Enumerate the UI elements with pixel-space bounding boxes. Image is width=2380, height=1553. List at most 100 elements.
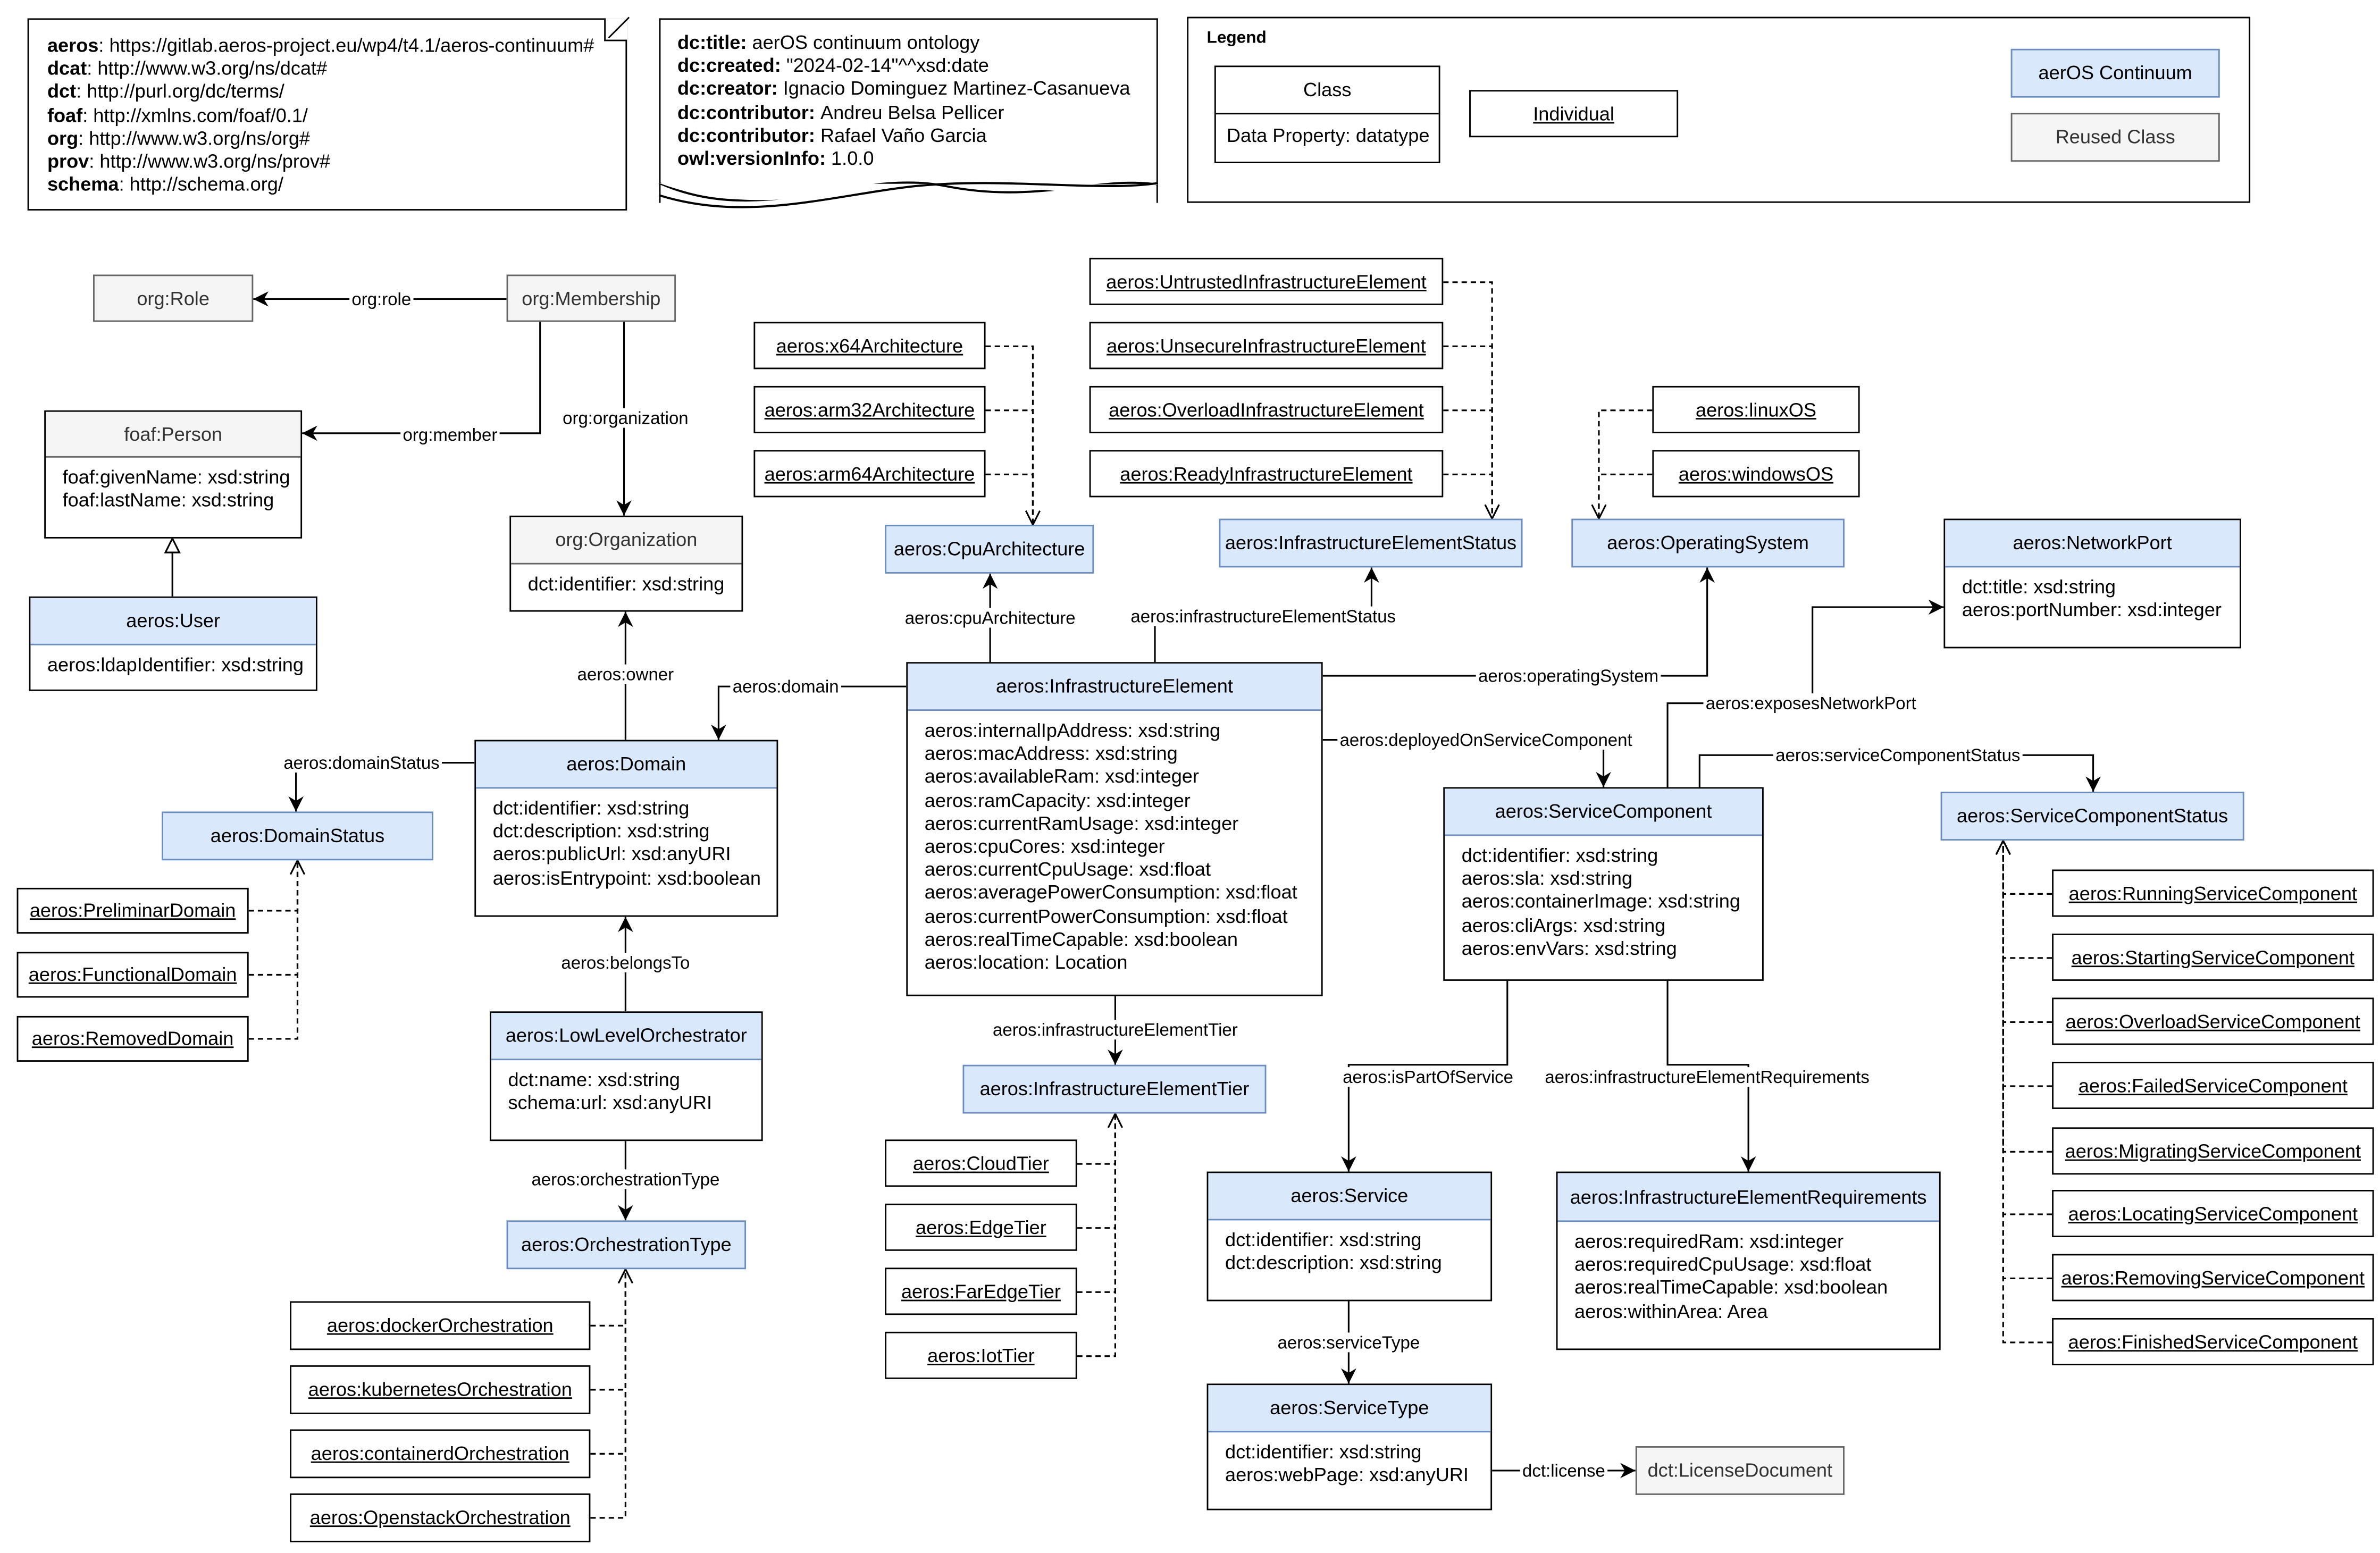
node-title: aeros:ServiceComponent (1445, 788, 1762, 836)
metadata-key: dc:creator (677, 78, 772, 100)
class-aeros-iestatus: aeros:InfrastructureElementStatus (1219, 518, 1523, 568)
edge-label-background (1520, 1460, 1608, 1481)
edge-label: org:organization (560, 408, 691, 428)
node-title: aeros:CloudTier (913, 1152, 1049, 1174)
edge-label: aeros:cpuArchitecture (902, 608, 1078, 628)
edge-label-text: aeros:owner (577, 665, 674, 684)
class-aeros-cpuarch: aeros:CpuArchitecture (885, 525, 1094, 574)
rdf-type-edge (1599, 409, 1653, 519)
legend-aeros-continuum-label: aerOS Continuum (2038, 62, 2192, 84)
class-aeros-domainstatus: aeros:DomainStatus (162, 811, 433, 861)
node-title: aeros:EdgeTier (916, 1216, 1046, 1238)
rdf-type-edge (2003, 841, 2052, 1087)
legend-class-box: Class Data Property: datatype (1214, 65, 1440, 164)
node-title: aeros:RunningServiceComponent (2068, 882, 2358, 904)
metadata-separator: : (774, 55, 786, 77)
individual-ind-containerd: aeros:containerdOrchestration (290, 1429, 591, 1479)
node-title: aeros:OverloadServiceComponent (2065, 1010, 2361, 1032)
edge-label: aeros:operatingSystem (1476, 666, 1661, 686)
prefix-separator: : (76, 81, 87, 103)
node-title: aeros:dockerOrchestration (326, 1315, 554, 1337)
metadata-separator: : (819, 148, 832, 170)
prefix-uri: http://www.w3.org/ns/dcat# (97, 58, 328, 80)
prefix-row: schema: http://schema.org/ (47, 174, 607, 198)
edge-label-text: aeros:belongsTo (561, 953, 690, 972)
edge-label: aeros:owner (575, 664, 676, 684)
rdf-type-edge (1443, 345, 1492, 518)
node-title: aeros:OrchestrationType (521, 1234, 732, 1256)
node-title: aeros:ServiceType (1208, 1385, 1491, 1433)
rdf-type-edge (2003, 841, 2052, 1153)
individual-ind-arm32: aeros:arm32Architecture (753, 385, 986, 433)
data-property: aeros:webPage: xsd:anyURI (1225, 1465, 1469, 1487)
data-property: dct:identifier: xsd:string (527, 573, 725, 595)
data-property: foaf:lastName: xsd:string (62, 490, 274, 511)
metadata-row: owl:versionInfo: 1.0.0 (677, 148, 1139, 171)
node-title: org:Role (137, 287, 209, 309)
rdf-type-edge (248, 860, 298, 1040)
edge-label-text: aeros:infrastructureElementStatus (1130, 607, 1396, 626)
rdf-type-edge (1443, 473, 1492, 518)
data-property: aeros:isEntrypoint: xsd:boolean (492, 867, 761, 889)
data-property: aeros:location: Location (924, 952, 1128, 973)
edge-label-text: aeros:orchestrationType (531, 1169, 719, 1189)
legend-class-property: Data Property: datatype (1226, 125, 1430, 147)
data-property: dct:identifier: xsd:string (1461, 845, 1658, 867)
data-property: aeros:requiredRam: xsd:integer (1574, 1231, 1844, 1253)
node-title: aeros:Domain (476, 741, 777, 789)
metadata-panel-wave (658, 181, 1159, 208)
class-org-membership: org:Membership (506, 274, 676, 322)
data-property: aeros:internalIpAddress: xsd:string (924, 720, 1221, 742)
prefix-row: org: http://www.w3.org/ns/org# (47, 128, 607, 151)
prefix-row: foaf: http://xmlns.com/foaf/0.1/ (47, 105, 607, 128)
edge-label-text: org:organization (563, 408, 689, 428)
prefix-list: aeros: https://gitlab.aeros-project.eu/w… (47, 35, 607, 197)
data-property: aeros:cliArgs: xsd:string (1461, 914, 1666, 936)
prefix-row: dct: http://purl.org/dc/terms/ (47, 81, 607, 105)
individual-ind-iottier: aeros:IotTier (885, 1331, 1077, 1379)
edge-label-background (1337, 730, 1635, 750)
individual-ind-removing: aeros:RemovingServiceComponent (2052, 1254, 2374, 1302)
edge-label-background (1543, 1067, 1872, 1087)
prefix-uri: https://gitlab.aeros-project.eu/wp4/t4.1… (109, 35, 594, 57)
rdf-type-edge (2003, 841, 2052, 1215)
object-property-edge (1322, 567, 1715, 677)
individual-ind-kubernetes: aeros:kubernetesOrchestration (290, 1365, 591, 1414)
edge-label-background (400, 425, 500, 445)
prefix-name: foaf (47, 104, 83, 127)
node-title: aeros:MigratingServiceComponent (2065, 1140, 2361, 1162)
edge-label-background (1340, 1067, 1516, 1087)
prefix-name: org (47, 128, 79, 149)
node-title: org:Membership (522, 287, 661, 309)
metadata-row: dc:title: aerOS continuum ontology (677, 32, 1139, 55)
rdf-type-edge (1443, 281, 1492, 519)
metadata-key: dc:contributor (677, 124, 809, 146)
data-property: dct:title: xsd:string (1962, 576, 2116, 598)
edge-label-background (560, 408, 691, 428)
rdf-type-edge (985, 473, 1033, 525)
class-dct-licensedoc: dct:LicenseDocument (1635, 1446, 1845, 1495)
rdf-type-edge (590, 1269, 625, 1391)
rdf-type-edge (590, 1269, 625, 1327)
individual-ind-migrating: aeros:MigratingServiceComponent (2052, 1127, 2374, 1175)
individual-ind-running: aeros:RunningServiceComponent (2052, 869, 2374, 917)
data-property: dct:description: xsd:string (1225, 1253, 1442, 1274)
node-title: aeros:StartingServiceComponent (2071, 946, 2354, 968)
prefix-name: prov (47, 151, 89, 173)
individual-ind-preliminardomain: aeros:PreliminarDomain (16, 887, 249, 934)
edge-label: org:member (400, 425, 500, 445)
edge-label-background (559, 952, 692, 972)
node-title: aeros:User (30, 598, 316, 645)
data-property: aeros:currentCpuUsage: xsd:float (924, 859, 1211, 881)
object-property-edge (1666, 980, 1756, 1172)
individual-ind-removeddomain: aeros:RemovedDomain (16, 1015, 249, 1062)
